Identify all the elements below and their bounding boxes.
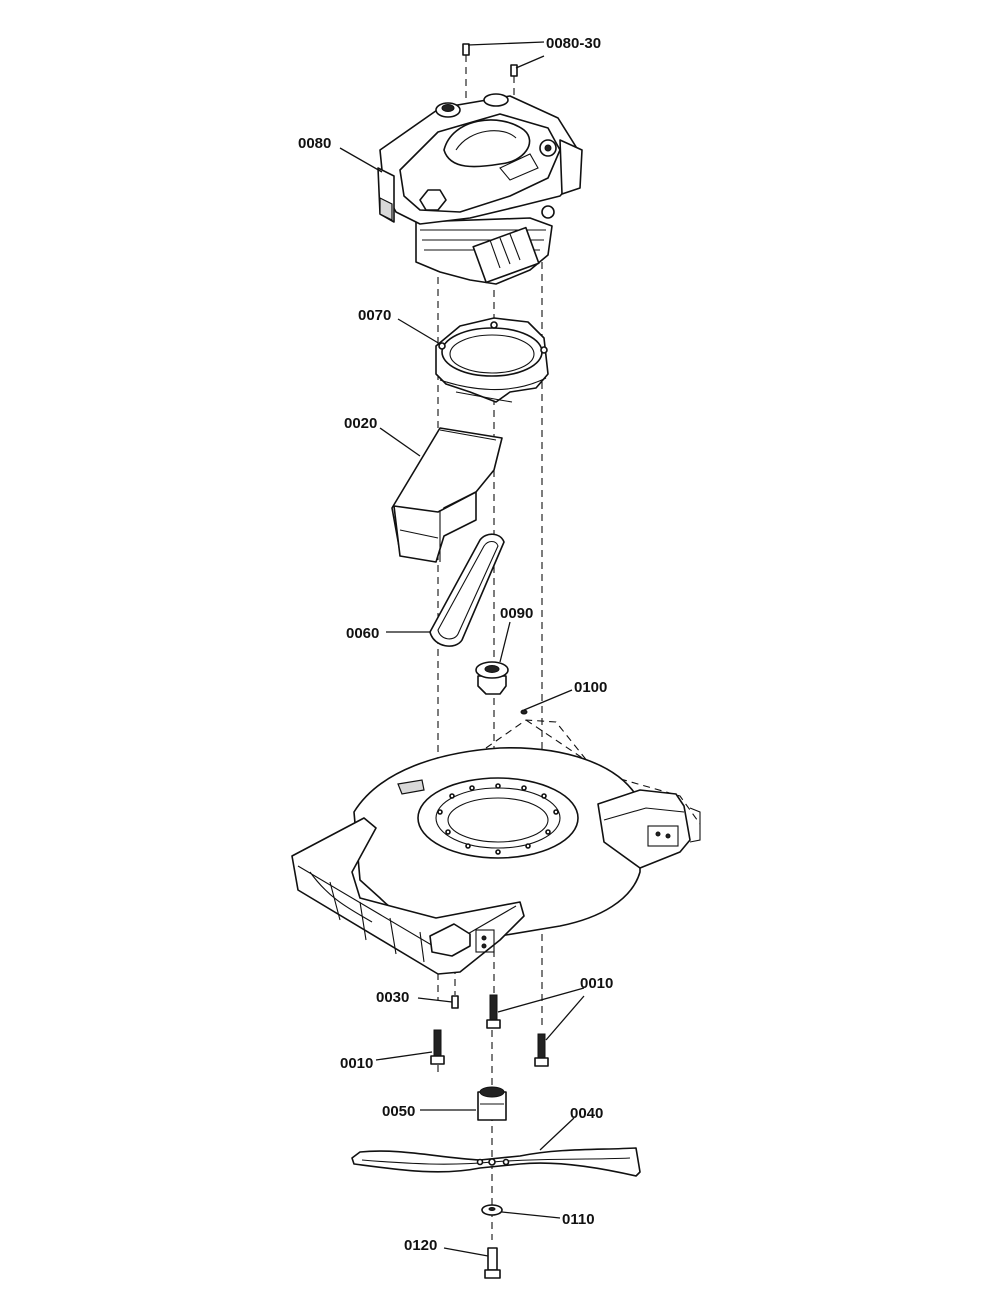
- blade-adapter-drawing: [477, 1086, 507, 1121]
- gasket-drawing: [429, 533, 505, 647]
- callout-0040: 0040: [570, 1105, 603, 1122]
- discharge-chute-drawing: [391, 427, 503, 563]
- mower-deck-drawing: [291, 719, 701, 975]
- leader-lines: [339, 41, 585, 1257]
- callout-0030: 0030: [376, 989, 409, 1006]
- callout-labels: 0080-30 0080 0070 0020 0060 0090 0100 00…: [298, 35, 613, 1254]
- washer-drawing: [481, 1204, 503, 1216]
- deck-bolts-drawing: [430, 994, 549, 1067]
- blade-drawing: [351, 1147, 641, 1177]
- callout-0050: 0050: [382, 1103, 415, 1120]
- engine-mount-bolts: [462, 43, 518, 77]
- small-pin-drawing: [520, 709, 528, 715]
- callout-0070: 0070: [358, 307, 391, 324]
- callout-0100: 0100: [574, 679, 607, 696]
- callout-0010-right: 0010: [580, 975, 613, 992]
- callout-0080: 0080: [298, 135, 331, 152]
- callout-0090: 0090: [500, 605, 533, 622]
- callout-0080-30: 0080-30: [546, 35, 601, 52]
- callout-0060: 0060: [346, 625, 379, 642]
- callout-0020: 0020: [344, 415, 377, 432]
- bushing-drawing: [475, 661, 509, 695]
- short-screw-drawing: [451, 995, 459, 1009]
- callout-0010-left: 0010: [340, 1055, 373, 1072]
- engine-drawing: [377, 93, 583, 285]
- engine-adapter-ring-drawing: [435, 317, 549, 403]
- callout-0110: 0110: [562, 1211, 595, 1228]
- callout-0120: 0120: [404, 1237, 437, 1254]
- blade-bolt-drawing: [484, 1247, 501, 1279]
- deck-ring-holes: [437, 783, 559, 855]
